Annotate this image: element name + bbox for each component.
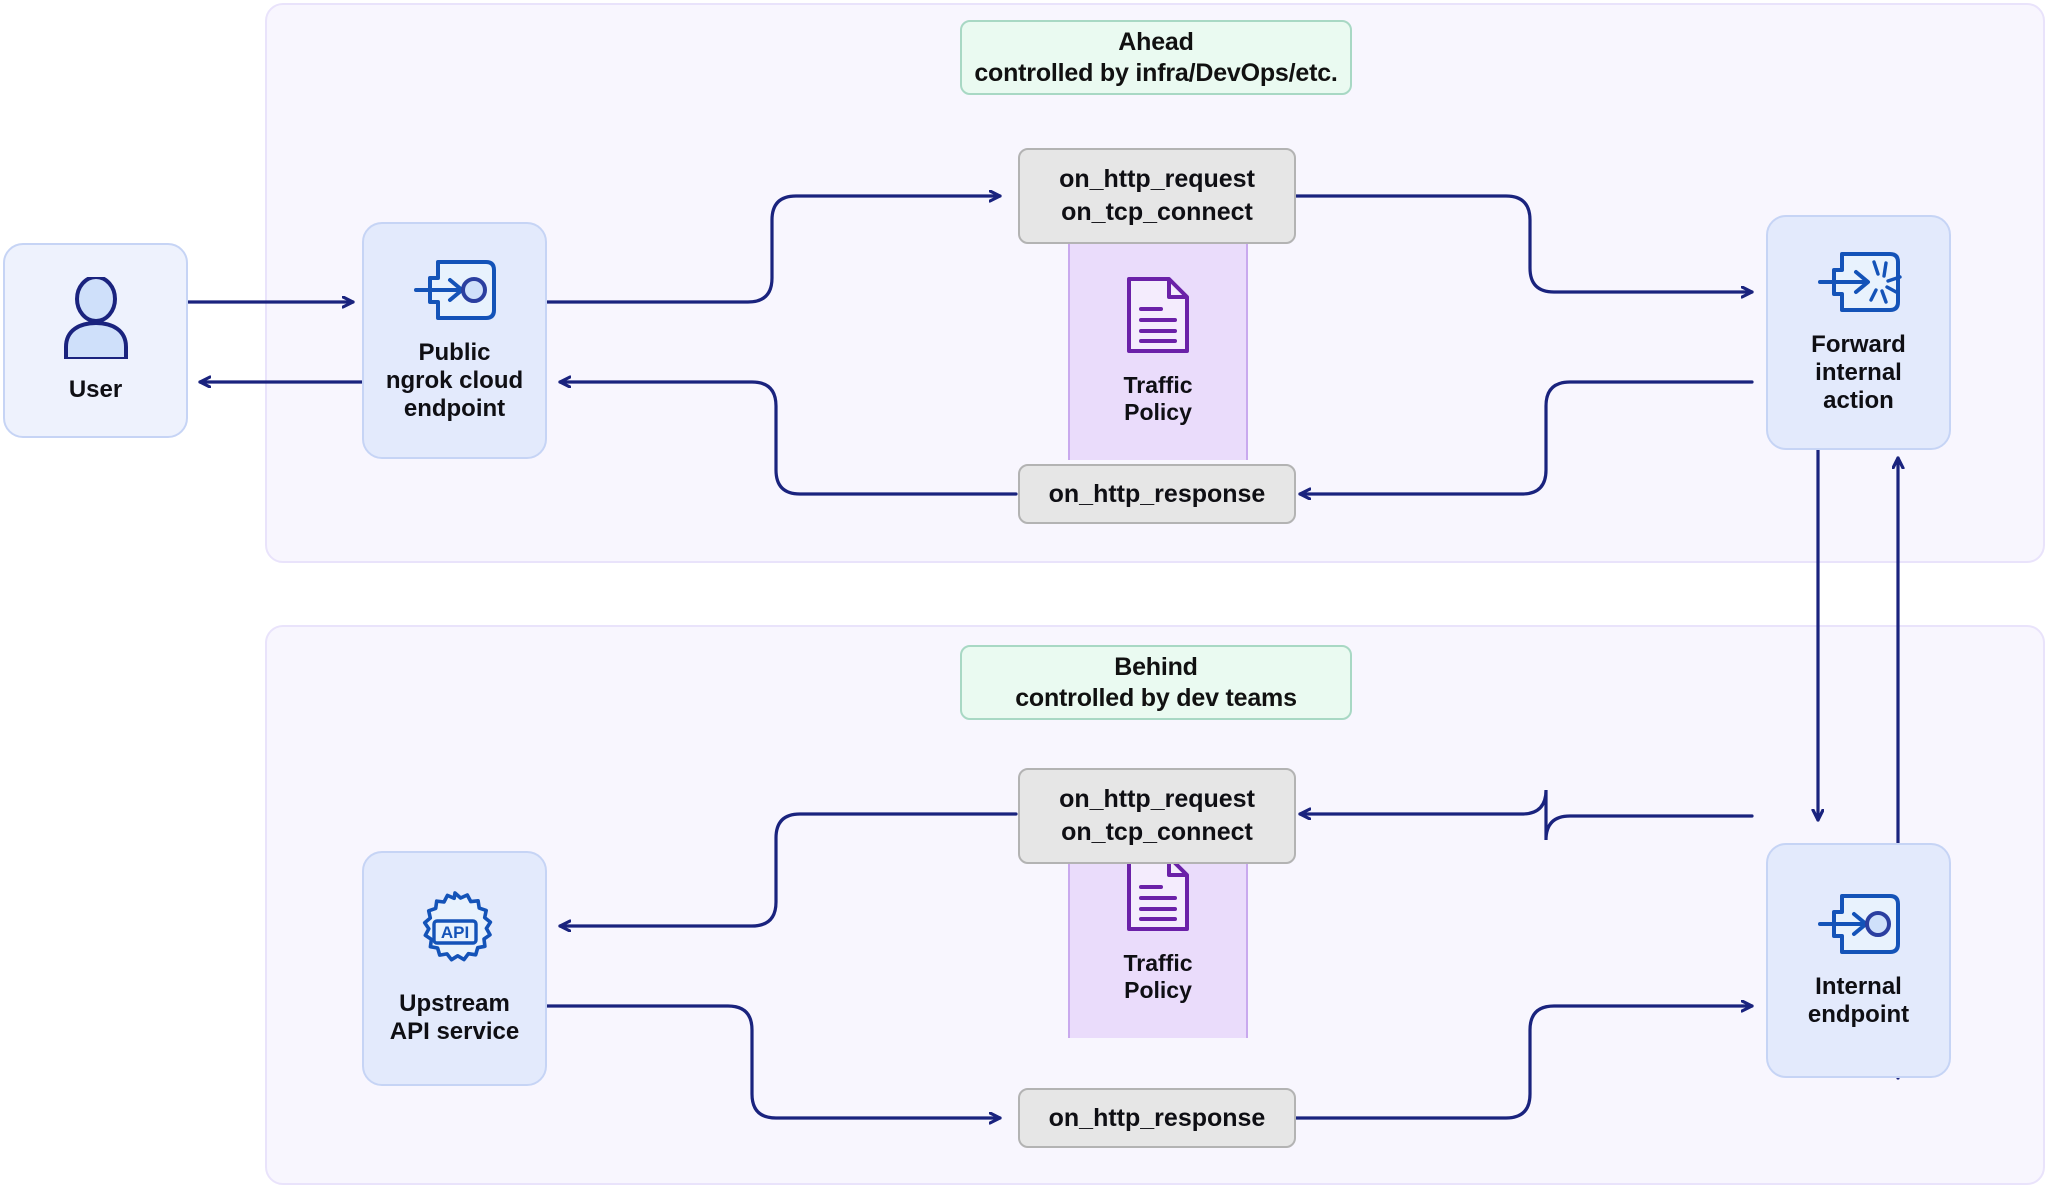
hook-ahead-response-line1: on_http_response	[1048, 479, 1266, 508]
traffic-policy-ahead-line1: Traffic	[1123, 371, 1193, 398]
node-internal-endpoint[interactable]: Internal endpoint	[1766, 843, 1951, 1078]
zone-label-ahead: Ahead controlled by infra/DevOps/etc.	[960, 20, 1352, 95]
traffic-policy-ahead-line2: Policy	[1124, 398, 1192, 425]
api-gear-icon-text: API	[440, 923, 468, 942]
hook-ahead-request-line2: on_tcp_connect	[1061, 198, 1253, 226]
hook-box-ahead-response: on_http_response	[1018, 464, 1296, 524]
node-public-endpoint-line2: ngrok cloud	[385, 367, 524, 394]
zone-label-behind-line2: controlled by dev teams	[1015, 683, 1297, 712]
node-forward-internal-action[interactable]: Forward internal action	[1766, 215, 1951, 450]
hook-box-behind-request: on_http_request on_tcp_connect	[1018, 768, 1296, 864]
zone-label-ahead-line2: controlled by infra/DevOps/etc.	[974, 58, 1338, 87]
node-upstream-api-service-label: Upstream API service	[390, 990, 519, 1046]
hook-behind-response-line1: on_http_response	[1048, 1103, 1266, 1132]
node-public-endpoint-line3: endpoint	[403, 395, 506, 422]
document-icon	[1125, 853, 1191, 938]
zone-label-behind-line1: Behind	[1114, 652, 1198, 681]
node-upstream-api-service[interactable]: API Upstream API service	[362, 851, 547, 1086]
endpoint-icon	[412, 258, 498, 329]
traffic-policy-label-behind: Traffic Policy	[1123, 950, 1192, 1004]
node-forward-action-line1: Forward	[1811, 331, 1906, 358]
node-user[interactable]: User	[3, 243, 188, 438]
node-forward-action-line3: action	[1823, 387, 1894, 414]
node-public-endpoint[interactable]: Public ngrok cloud endpoint	[362, 222, 547, 459]
node-public-endpoint-label: Public ngrok cloud endpoint	[386, 339, 523, 423]
hook-box-behind-response: on_http_response	[1018, 1088, 1296, 1148]
node-upstream-api-line2: API service	[389, 1018, 520, 1045]
node-internal-endpoint-line1: Internal	[1815, 973, 1902, 1000]
node-forward-internal-action-label: Forward internal action	[1811, 331, 1906, 415]
node-internal-endpoint-label: Internal endpoint	[1808, 973, 1909, 1029]
hook-box-ahead-request: on_http_request on_tcp_connect	[1018, 148, 1296, 244]
node-upstream-api-line1: Upstream	[399, 990, 510, 1017]
forward-action-icon	[1816, 250, 1902, 321]
node-forward-action-line2: internal	[1815, 359, 1902, 386]
node-user-label: User	[68, 376, 123, 403]
traffic-policy-band-ahead: Traffic Policy	[1068, 240, 1248, 460]
api-gear-icon: API	[414, 891, 496, 980]
hook-behind-request-line1: on_http_request	[1059, 785, 1255, 813]
endpoint-icon	[1816, 892, 1902, 963]
traffic-policy-behind-line1: Traffic	[1123, 949, 1193, 976]
node-public-endpoint-line1: Public	[418, 339, 491, 366]
hook-ahead-request-line1: on_http_request	[1059, 165, 1255, 193]
traffic-policy-label-ahead: Traffic Policy	[1123, 372, 1192, 426]
traffic-policy-behind-line2: Policy	[1124, 976, 1192, 1003]
node-internal-endpoint-line2: endpoint	[1807, 1001, 1910, 1028]
document-icon	[1125, 275, 1191, 360]
user-icon	[60, 275, 132, 366]
zone-label-behind: Behind controlled by dev teams	[960, 645, 1352, 720]
zone-label-ahead-line1: Ahead	[1118, 27, 1194, 56]
hook-behind-request-line2: on_tcp_connect	[1061, 818, 1253, 846]
